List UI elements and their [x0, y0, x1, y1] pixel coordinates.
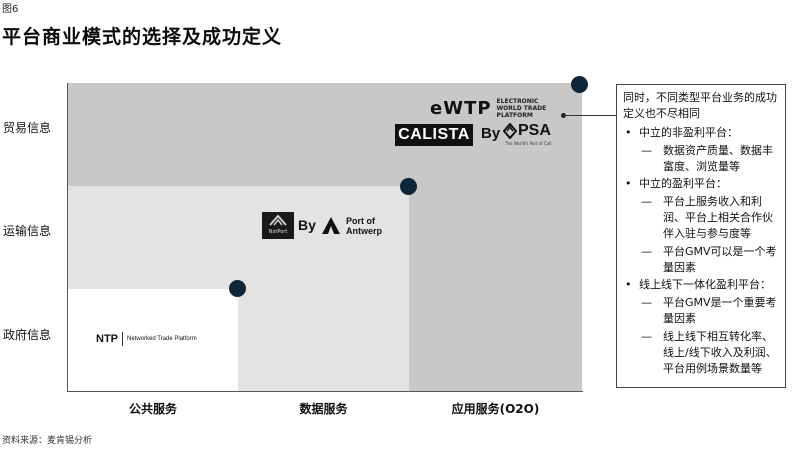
sub-item-text: 线上线下相互转化率、线上/线下收入及利润、平台用例场景数量等 — [663, 330, 777, 375]
info-intro: 同时，不同类型平台业务的成功定义也不尽相同 — [623, 91, 777, 120]
row-label-transport: 运输信息 — [3, 224, 52, 238]
source-note: 资料来源：麦肯锡分析 — [2, 436, 93, 446]
step-dot-1 — [229, 280, 246, 297]
figure-label: 图6 — [2, 4, 19, 15]
by-text-2: By — [298, 217, 316, 233]
nxtport-logo-text: NxtPort — [268, 229, 288, 235]
success-definition-box: 同时，不同类型平台业务的成功定义也不尽相同 中立的非盈利平台： —数据资产质量、… — [616, 84, 786, 388]
port-of-antwerp-logo-text: Port of Antwerp — [346, 216, 382, 236]
nxtport-emblem-icon — [269, 214, 287, 226]
by-text-1: By — [481, 125, 501, 142]
psa-logo-text: PSA — [518, 122, 551, 139]
ewtp-logo: eWTP ELECTRONIC WORLD TRADE PLATFORM — [430, 97, 561, 119]
sub-item: —数据资产质量、数据丰富度、浏览量等 — [641, 144, 773, 173]
ntp-logo: NTP Networked Trade Platform — [96, 332, 197, 346]
nxtport-logo: NxtPort — [262, 212, 294, 239]
sub-item: —线上线下相互转化率、线上/线下收入及利润、平台用例场景数量等 — [641, 330, 777, 375]
psa-emblem-icon — [503, 123, 517, 139]
x-axis — [67, 391, 583, 392]
bullet-profit-platform: 中立的盈利平台： — [623, 176, 779, 192]
sub-item-text: 平台上服务收入和利润、平台上相关合作伙伴入驻与参与度等 — [663, 195, 773, 240]
sub-item-text: 平台GMV是一个重要考量因素 — [663, 296, 777, 325]
ewtp-logo-mark: eWTP — [430, 97, 492, 119]
sub-item: —平台GMV可以是一个考量因素 — [641, 245, 777, 274]
col-label-application: 应用服务(O2O) — [451, 402, 540, 416]
step-dot-2 — [400, 178, 417, 195]
ewtp-logo-text: ELECTRONIC WORLD TRADE PLATFORM — [496, 97, 547, 119]
sub-item: —平台GMV是一个重要考量因素 — [641, 296, 777, 325]
ntp-logo-text: Networked Trade Platform — [127, 336, 197, 342]
sub-item: —平台上服务收入和利润、平台上相关合作伙伴入驻与参与度等 — [641, 195, 773, 240]
bullet-nonprofit-platform: 中立的非盈利平台： — [623, 125, 779, 141]
port-of-antwerp-emblem-icon — [322, 217, 340, 234]
step-dot-3 — [571, 76, 588, 93]
col-label-public: 公共服务 — [128, 402, 177, 416]
connector-line — [564, 115, 616, 116]
y-axis — [67, 83, 68, 392]
sub-item-text: 平台GMV可以是一个考量因素 — [663, 245, 777, 274]
bullet-o2o-platform: 线上线下一体化盈利平台： — [623, 277, 779, 293]
ntp-logo-mark: NTP — [96, 333, 118, 345]
col-label-data: 数据服务 — [299, 402, 348, 416]
calista-logo: CALISTA — [395, 124, 473, 146]
ntp-logo-divider — [122, 332, 123, 346]
row-label-trade: 贸易信息 — [3, 121, 52, 135]
connector-dot — [561, 113, 566, 118]
page-title: 平台商业模式的选择及成功定义 — [2, 26, 283, 48]
sub-item-text: 数据资产质量、数据丰富度、浏览量等 — [663, 144, 773, 173]
public-services-block — [68, 289, 238, 391]
psa-logo: PSA — [503, 122, 551, 140]
row-label-government: 政府信息 — [3, 328, 52, 342]
psa-tagline: The World's Port of Call — [505, 141, 552, 146]
